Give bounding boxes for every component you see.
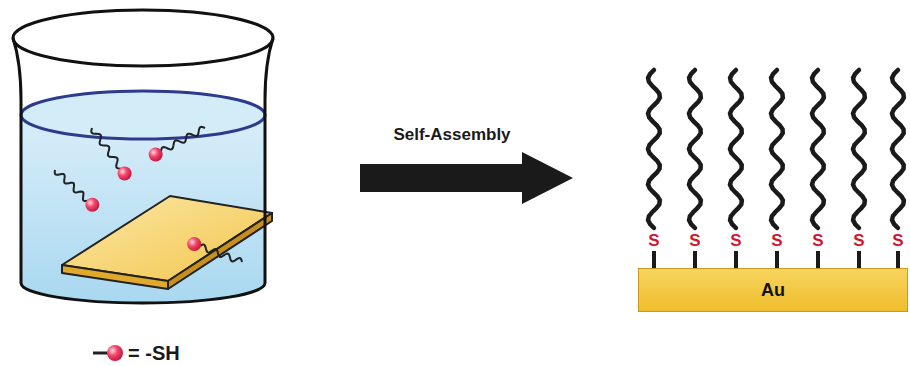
sulfur-atom: S <box>689 231 700 251</box>
sulfur-atom: S <box>812 231 823 251</box>
sulfur-atom: S <box>892 231 903 251</box>
thiol-molecule <box>187 237 242 262</box>
alkyl-chain <box>853 70 865 268</box>
beaker <box>13 10 273 303</box>
process-label: Self-Assembly <box>393 125 510 145</box>
alkyl-chain <box>689 70 701 268</box>
gold-plate <box>62 196 272 289</box>
sulfur-atom: S <box>648 231 659 251</box>
process-arrow <box>360 152 573 204</box>
alkyl-chain <box>892 70 904 268</box>
thiol-molecule <box>55 170 100 212</box>
thiol-molecule <box>149 127 205 162</box>
gold-substrate: Au <box>638 268 908 312</box>
sulfur-atom: S <box>853 231 864 251</box>
alkyl-chain <box>648 70 660 268</box>
sulfur-atom: S <box>771 231 782 251</box>
legend-text: = -SH <box>128 342 180 365</box>
alkyl-chain <box>812 70 824 268</box>
sulfur-atom: S <box>730 231 741 251</box>
alkyl-chain <box>771 70 783 268</box>
legend-sample <box>93 345 123 361</box>
alkyl-chain <box>730 70 742 268</box>
material-label: Au <box>761 280 785 301</box>
thiol-molecule <box>91 128 131 181</box>
monolayer <box>648 70 904 268</box>
